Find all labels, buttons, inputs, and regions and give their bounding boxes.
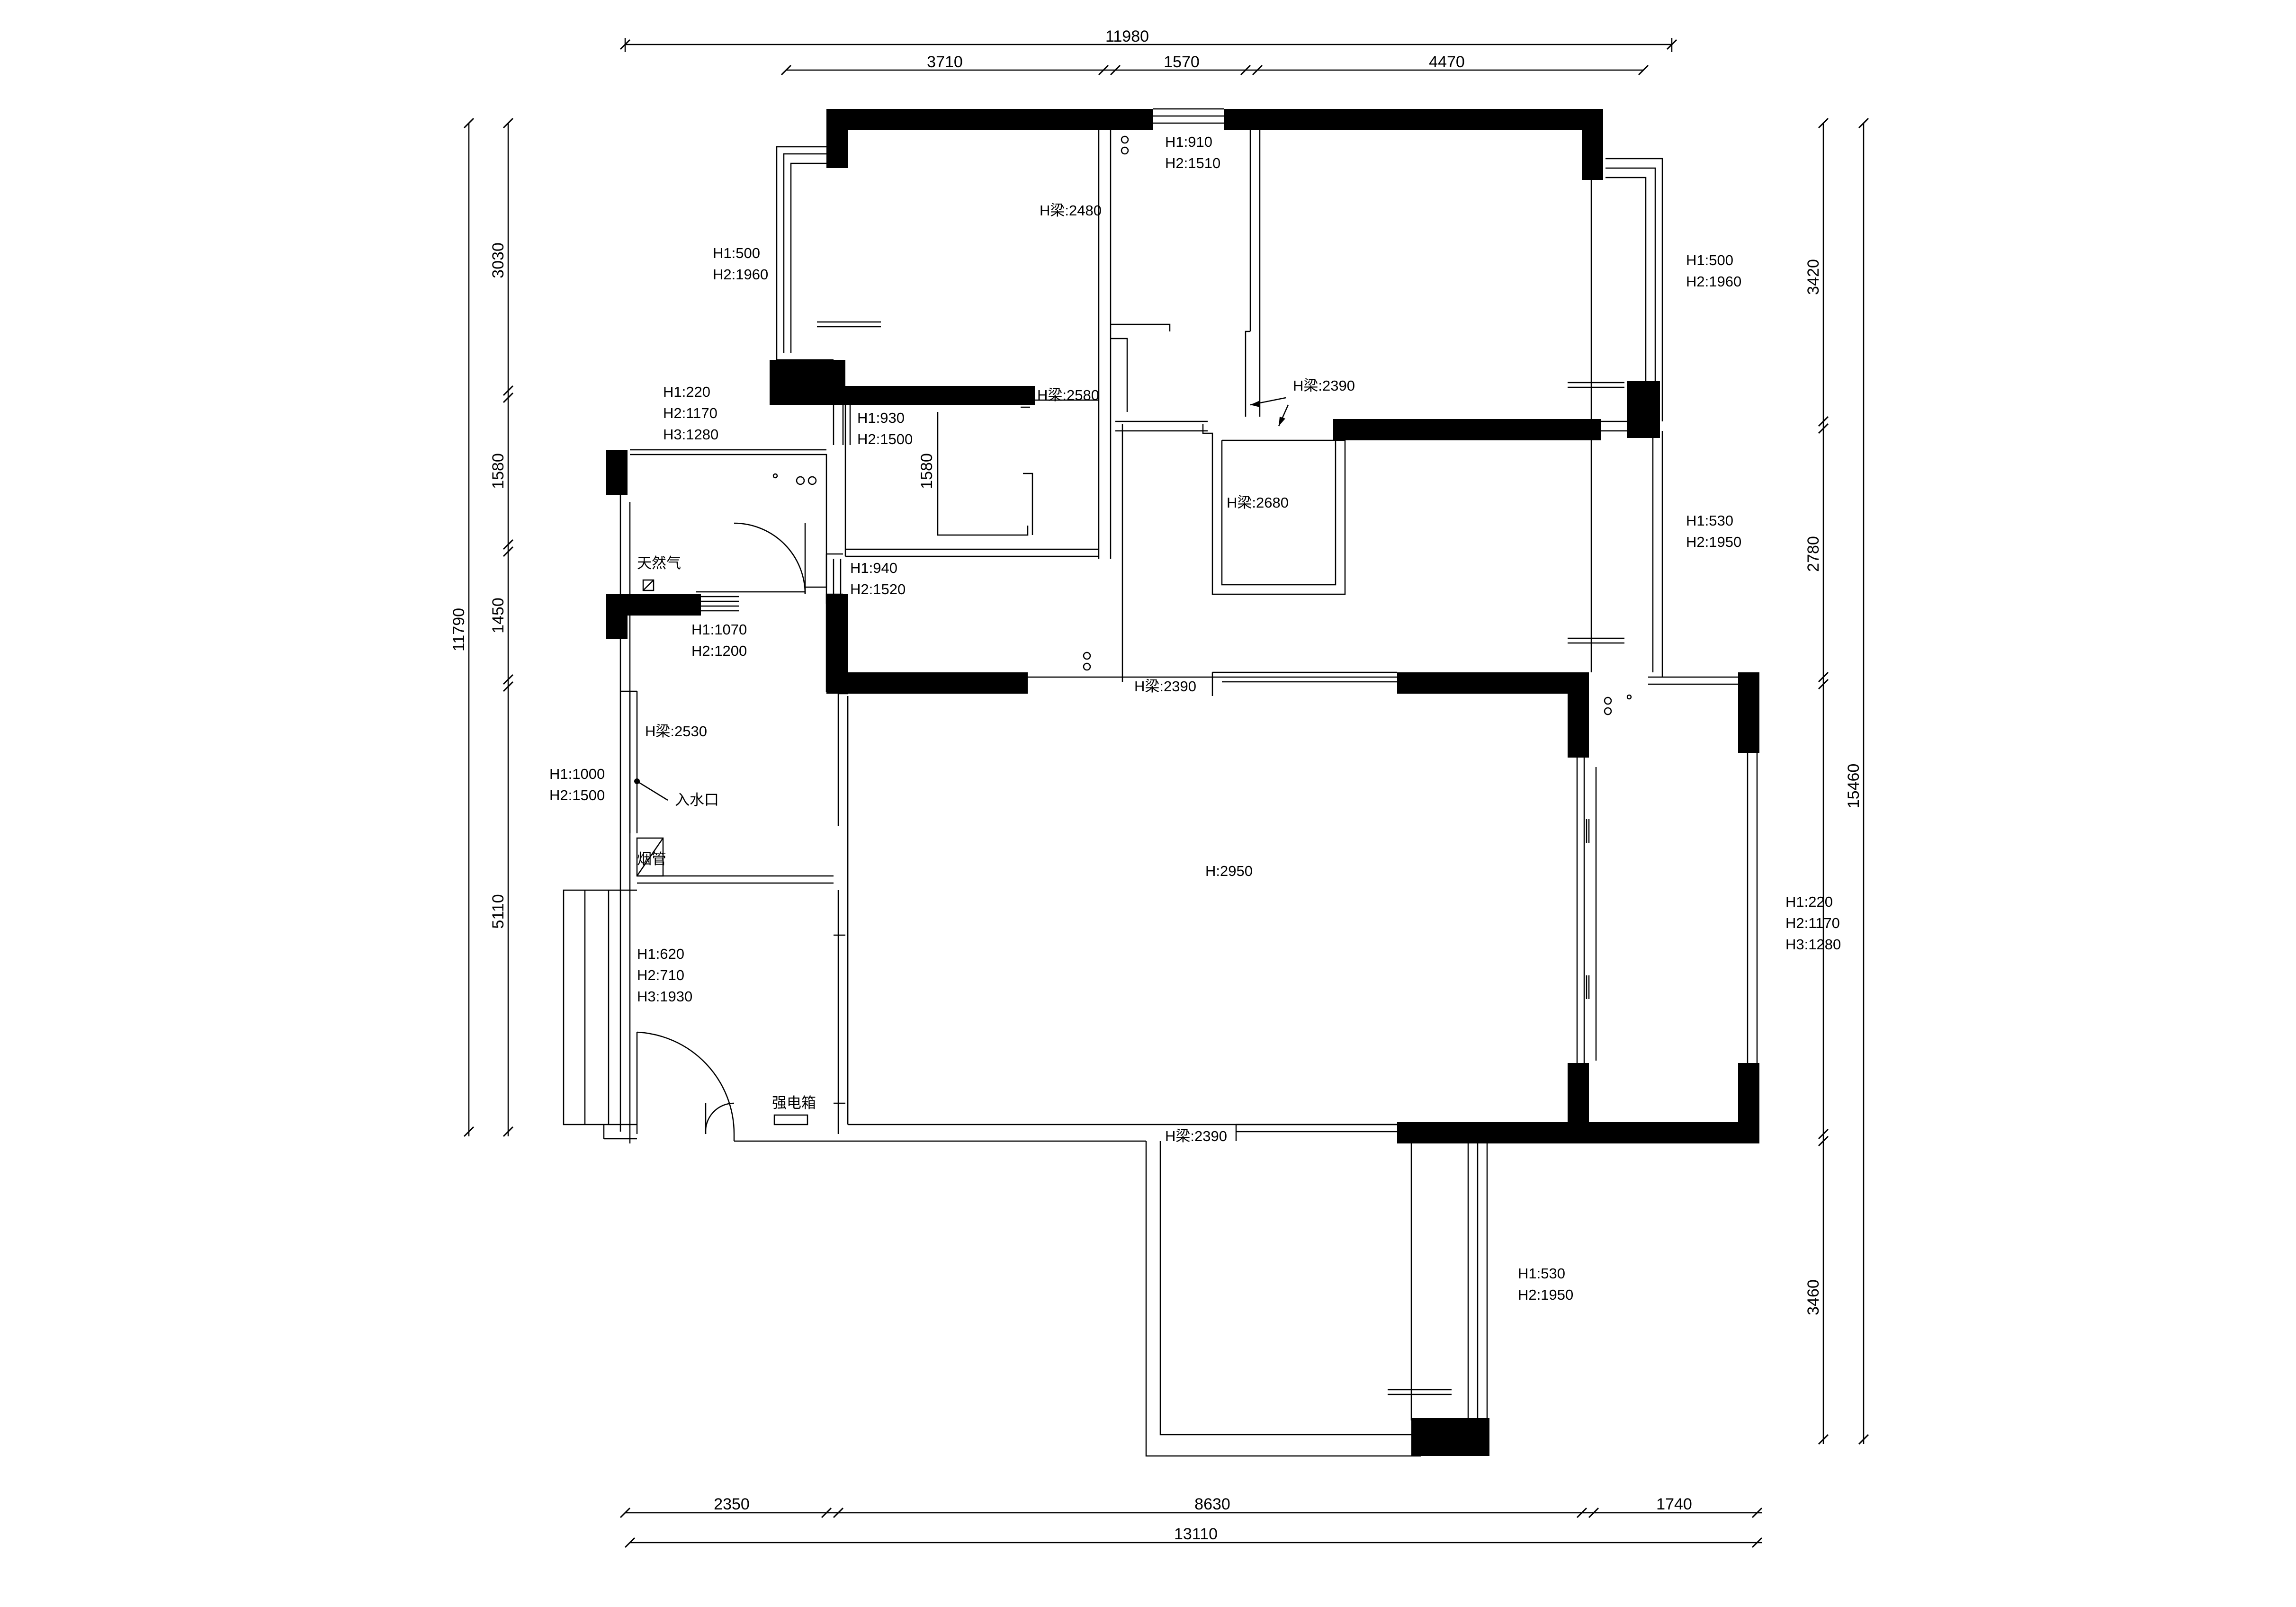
beam-2580: H梁:2580 bbox=[1037, 387, 1099, 403]
structural-walls bbox=[606, 109, 1759, 1456]
dim-inner-1580: 1580 bbox=[918, 453, 936, 489]
small-window-h2: H2:1170 bbox=[663, 405, 718, 421]
beam-2390-bottom: H梁:2390 bbox=[1165, 1128, 1227, 1144]
dim-top-seg-2: 1570 bbox=[1164, 53, 1200, 71]
entry-window-h3: H3:1930 bbox=[637, 988, 692, 1005]
dim-bottom-seg-3: 1740 bbox=[1656, 1495, 1692, 1513]
balcony-window-h2: H2:1950 bbox=[1518, 1286, 1573, 1303]
dim-right-seg-3: 3460 bbox=[1804, 1279, 1822, 1315]
mid-right-window-h2: H2:1950 bbox=[1686, 534, 1741, 550]
gas-label: 天然气 bbox=[637, 555, 681, 571]
top-window-h1: H1:910 bbox=[1165, 134, 1212, 150]
dim-right-seg-2: 2780 bbox=[1804, 536, 1822, 572]
hall-window-h2: H2:1520 bbox=[850, 581, 906, 598]
entry-window-h1: H1:620 bbox=[637, 946, 684, 962]
beam-2390-mid: H梁:2390 bbox=[1134, 678, 1196, 695]
dim-right-total: 15460 bbox=[1845, 764, 1863, 809]
mid-right-window-h1: H1:530 bbox=[1686, 512, 1733, 529]
right-bedroom-window-h1: H1:500 bbox=[1686, 252, 1733, 268]
dim-top-seg-1: 3710 bbox=[927, 53, 963, 71]
left-bedroom-window-h2: H2:1960 bbox=[713, 266, 768, 283]
dimension-lines bbox=[463, 38, 1869, 1548]
dim-bottom-seg-1: 2350 bbox=[714, 1495, 750, 1513]
bathroom-window-h2: H2:1500 bbox=[857, 431, 913, 447]
dim-bottom-seg-2: 8630 bbox=[1194, 1495, 1230, 1513]
plan-outlines bbox=[563, 108, 1758, 1457]
kitchen-door-h2: H2:1200 bbox=[691, 643, 747, 659]
annotations: H1:910 H2:1510 H梁:2480 H1:500 H2:1960 H1… bbox=[549, 134, 1841, 1303]
beam-2390-top: H梁:2390 bbox=[1293, 377, 1355, 394]
kitchen-window-h2: H2:1500 bbox=[549, 787, 605, 804]
entry-window-h2: H2:710 bbox=[637, 967, 684, 983]
kitchen-door-h1: H1:1070 bbox=[691, 621, 747, 638]
dim-left-seg-4: 5110 bbox=[489, 894, 507, 928]
small-window-h3: H3:1280 bbox=[663, 426, 718, 443]
beam-2480: H梁:2480 bbox=[1040, 202, 1102, 219]
bathroom-window-h1: H1:930 bbox=[857, 410, 905, 426]
small-window-h1: H1:220 bbox=[663, 384, 710, 400]
flue-label: 烟管 bbox=[637, 851, 666, 867]
top-window-h2: H2:1510 bbox=[1165, 155, 1220, 171]
dim-top-seg-3: 4470 bbox=[1429, 53, 1465, 71]
balcony-window-h1: H1:530 bbox=[1518, 1265, 1565, 1282]
beam-2530: H梁:2530 bbox=[645, 723, 707, 740]
dim-right-seg-1: 3420 bbox=[1804, 259, 1822, 295]
east-window-h2: H2:1170 bbox=[1785, 915, 1840, 931]
dim-left-seg-1: 3030 bbox=[489, 242, 507, 278]
dim-bottom-total: 13110 bbox=[1174, 1525, 1218, 1543]
water-inlet-label: 入水口 bbox=[675, 792, 719, 808]
dim-top-total: 11980 bbox=[1105, 27, 1149, 45]
east-window-h3: H3:1280 bbox=[1785, 936, 1841, 953]
dim-left-seg-3: 1450 bbox=[489, 598, 507, 634]
dim-left-total: 11790 bbox=[450, 608, 468, 652]
left-bedroom-window-h1: H1:500 bbox=[713, 245, 760, 261]
hall-window-h1: H1:940 bbox=[850, 560, 897, 576]
right-bedroom-window-h2: H2:1960 bbox=[1686, 273, 1741, 290]
power-box-label: 强电箱 bbox=[772, 1095, 816, 1111]
dim-left-seg-2: 1580 bbox=[489, 453, 507, 489]
kitchen-window-h1: H1:1000 bbox=[549, 766, 605, 782]
east-window-h1: H1:220 bbox=[1785, 893, 1833, 910]
dimension-labels: 11980 3710 1570 4470 2350 8630 1740 1311… bbox=[450, 27, 1863, 1543]
beam-2680: H梁:2680 bbox=[1227, 494, 1289, 511]
living-room-height: H:2950 bbox=[1205, 863, 1253, 879]
